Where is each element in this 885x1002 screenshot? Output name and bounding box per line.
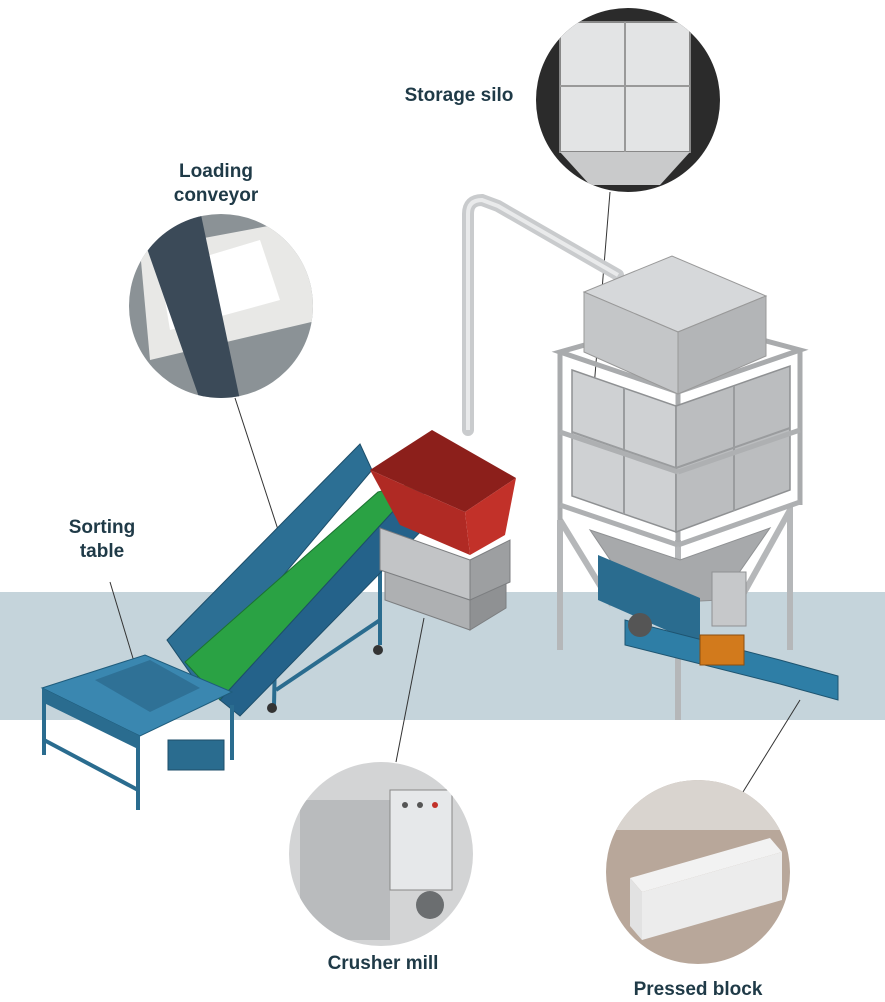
photo-crusher-mill (289, 762, 473, 946)
label-loading-conveyor: Loading conveyor (156, 160, 276, 208)
photo-loading-conveyor (129, 214, 313, 398)
photo-storage-silo (536, 8, 720, 192)
label-storage-silo: Storage silo (404, 85, 514, 106)
leader-crusher (395, 617, 425, 763)
crusher-mill-icon (370, 430, 516, 631)
storage-silo-icon (551, 255, 839, 720)
label-sorting-table-line2: table (79, 541, 125, 562)
label-loading-conveyor-line2: conveyor (173, 185, 259, 206)
leader-conveyor (234, 397, 284, 546)
sorting-drawer (167, 739, 225, 771)
silo-motor (699, 634, 745, 666)
label-loading-conveyor-line1: Loading (179, 161, 253, 182)
label-pressed-block: Pressed block (633, 979, 763, 1000)
label-sorting-table-line1: Sorting (68, 517, 136, 538)
label-crusher-mill: Crusher mill (327, 953, 439, 974)
leader-block (737, 699, 801, 801)
leader-sorting (109, 581, 136, 666)
sorting-table-icon (40, 654, 234, 810)
label-sorting-table: Sorting table (50, 516, 154, 564)
pressed-block-icon (606, 780, 790, 964)
